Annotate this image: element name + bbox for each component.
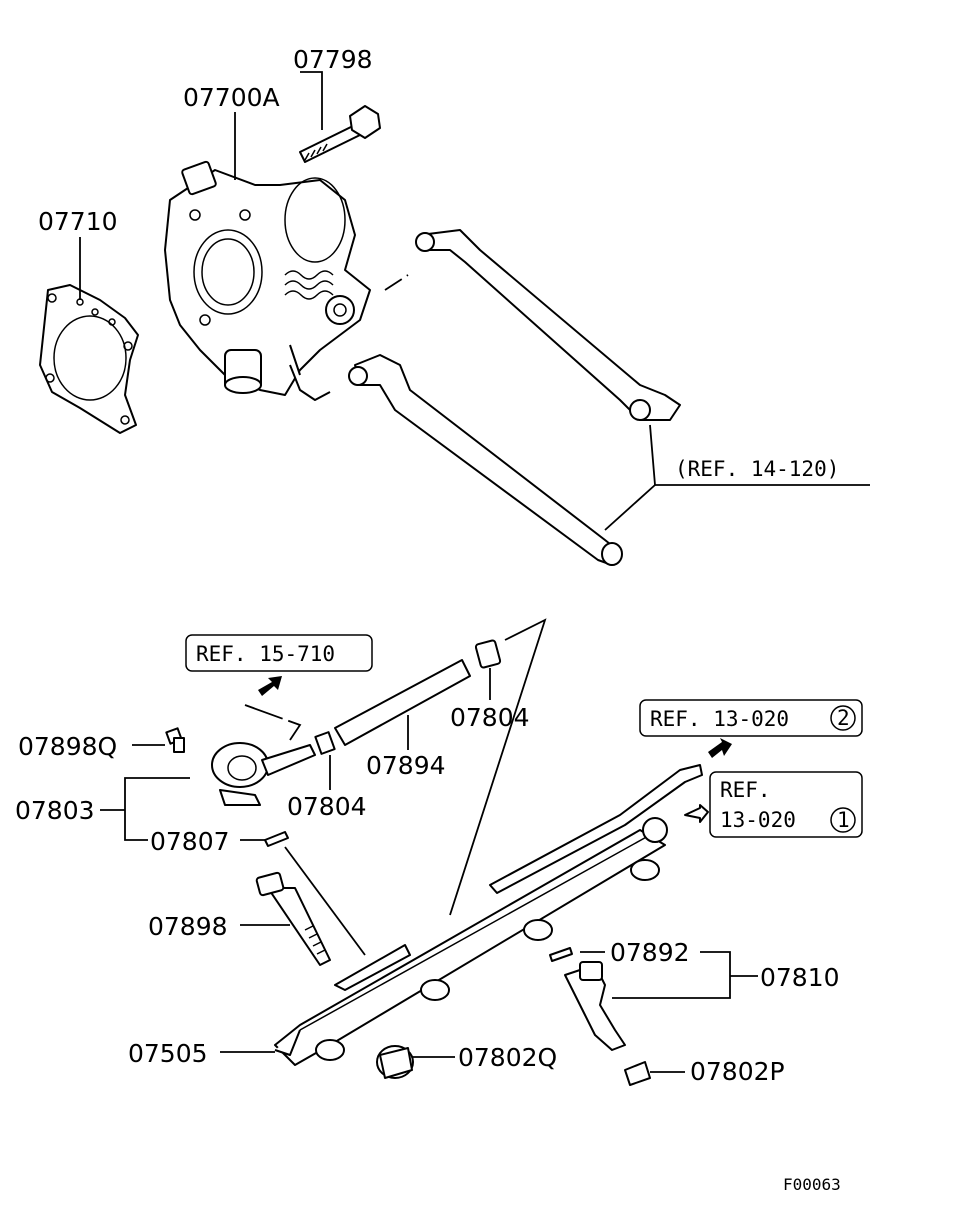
- seal-07802P: [624, 1061, 651, 1086]
- label-07505: 07505: [128, 1039, 208, 1068]
- ref-13-020-1-line2: 13-020: [720, 808, 796, 832]
- label-07804-top: 07804: [450, 703, 530, 732]
- hose-upper: [415, 229, 681, 421]
- label-07894: 07894: [366, 751, 446, 780]
- o-ring-07807: [264, 831, 289, 847]
- bolt-07798: [299, 105, 381, 163]
- hose-07894: [334, 659, 471, 746]
- injector-07810: [564, 961, 626, 1051]
- ref-13-020-1-circle: [830, 807, 856, 833]
- label-07798: 07798: [293, 45, 373, 74]
- ref-13-020-1-box: [709, 771, 863, 838]
- clip-07804-mid: [314, 731, 336, 755]
- ref-13-020-2-num: 2: [837, 706, 850, 730]
- ref-13-020-1-line1: REF.: [720, 778, 771, 802]
- label-07898Q: 07898Q: [18, 732, 117, 761]
- ref-13-020-2-circle: [830, 705, 856, 731]
- clip-07804-top: [474, 639, 502, 669]
- ref-15-710-label: REF. 15-710: [196, 642, 335, 666]
- label-07898: 07898: [148, 912, 228, 941]
- ref-13-020-1-num: 1: [837, 808, 850, 832]
- label-07802Q: 07802Q: [458, 1043, 557, 1072]
- figure-code: F00063: [783, 1175, 841, 1194]
- label-07810: 07810: [760, 963, 840, 992]
- pressure-regulator-07803: [211, 742, 316, 806]
- label-07803: 07803: [15, 796, 95, 825]
- label-07892: 07892: [610, 938, 690, 967]
- ref-13-020-2-box: [639, 699, 863, 737]
- label-07804-mid: 07804: [287, 792, 367, 821]
- o-ring-07892: [549, 947, 573, 962]
- gasket-07710: [39, 284, 139, 434]
- label-07710: 07710: [38, 207, 118, 236]
- insulator-07802Q: [376, 1045, 414, 1079]
- ref-15-710-box: [185, 634, 373, 672]
- bolt-07898Q: [165, 727, 185, 753]
- ref-13-020-2-label: REF. 13-020: [650, 707, 789, 731]
- ref-14-120-label: (REF. 14-120): [675, 457, 839, 481]
- label-07807: 07807: [150, 827, 230, 856]
- fuel-rail-07505: [274, 829, 666, 1066]
- hose-lower: [348, 354, 623, 566]
- return-pipe: [489, 764, 703, 894]
- label-07700A: 07700A: [183, 83, 280, 112]
- label-07802P: 07802P: [690, 1057, 785, 1086]
- throttle-body-07700A: [164, 160, 371, 401]
- arrow-ref-15-710: [258, 676, 282, 696]
- bolt-07898: [255, 871, 331, 966]
